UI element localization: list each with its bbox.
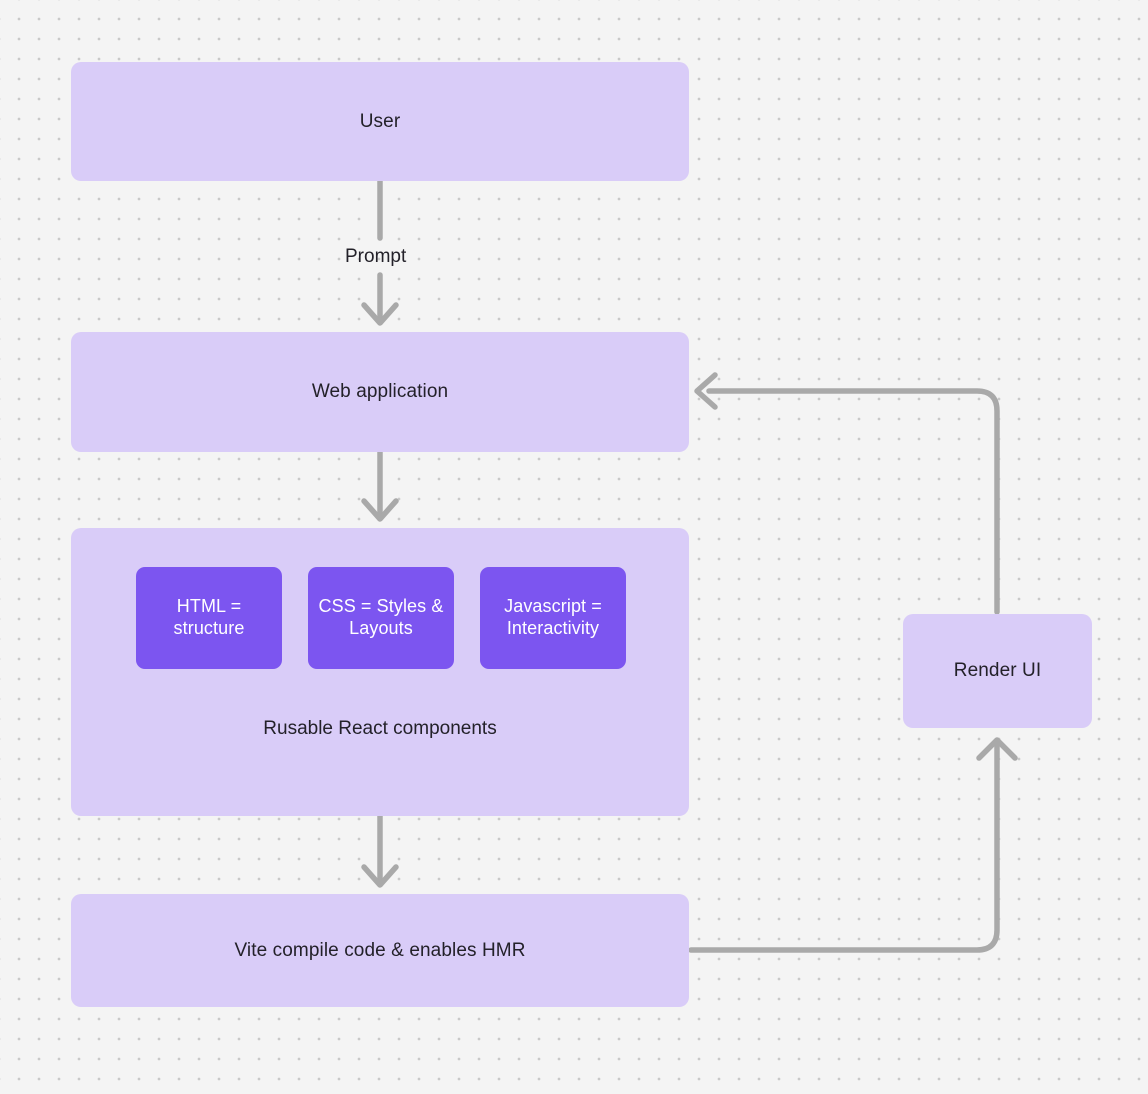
node-render-ui[interactable]: Render UI — [903, 614, 1092, 728]
edge-components-to-vite-arrowhead — [361, 864, 399, 888]
node-render-ui-label: Render UI — [953, 660, 1042, 681]
edge-web-to-components-arrowhead — [361, 498, 399, 522]
components-sub-row: HTML = structure CSS = Styles & Layouts … — [136, 567, 626, 669]
node-css[interactable]: CSS = Styles & Layouts — [308, 567, 454, 669]
edge-user-to-web-arrowhead — [361, 302, 399, 326]
edge-label-prompt: Prompt — [345, 246, 407, 267]
node-vite-label: Vite compile code & enables HMR — [234, 939, 526, 961]
node-javascript[interactable]: Javascript = Interactivity — [480, 567, 626, 669]
node-components-group-caption: Rusable React components — [263, 718, 497, 739]
node-css-label: CSS = Styles & Layouts — [318, 596, 444, 638]
node-user[interactable]: User — [71, 62, 689, 181]
node-javascript-label: Javascript = Interactivity — [504, 596, 602, 638]
edge-render-to-web-arrowhead — [694, 372, 718, 410]
edge-vite-to-render-line — [688, 739, 1000, 953]
node-user-label: User — [359, 110, 401, 132]
node-components-group[interactable]: HTML = structure CSS = Styles & Layouts … — [71, 528, 689, 816]
node-html[interactable]: HTML = structure — [136, 567, 282, 669]
node-html-label: HTML = structure — [173, 596, 245, 638]
node-web-application-label: Web application — [311, 381, 449, 402]
node-vite[interactable]: Vite compile code & enables HMR — [71, 894, 689, 1007]
node-web-application[interactable]: Web application — [71, 332, 689, 452]
edge-vite-to-render-arrowhead — [976, 737, 1018, 761]
edge-render-to-web-line — [706, 388, 1000, 615]
